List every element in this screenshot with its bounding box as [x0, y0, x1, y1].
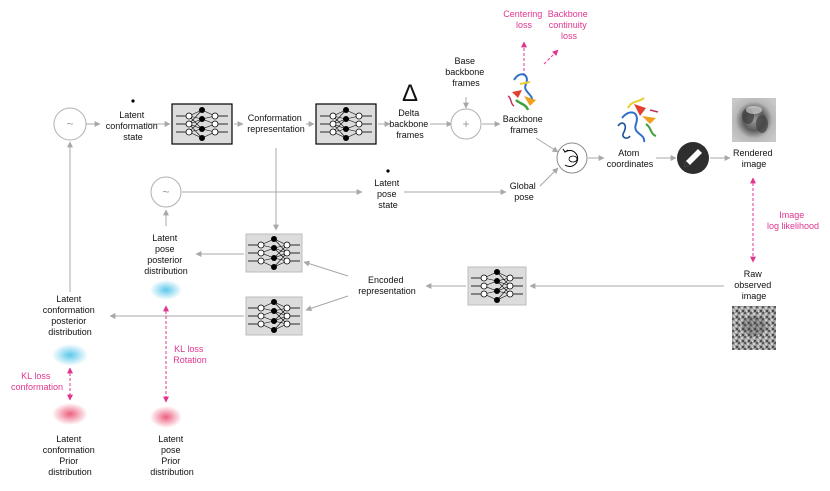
- kl-loss-rotation-label: KL loss Rotation: [173, 344, 207, 365]
- arrow-encoded-to-conf-encoder: [305, 295, 349, 312]
- conf-sample-tilde: ~: [66, 117, 73, 131]
- conformation-encoder-network: [245, 296, 303, 336]
- conf-sample-circle: [53, 107, 87, 141]
- pencil-icon: [677, 142, 709, 174]
- delta-backbone-frames-label: Delta backbone frames: [389, 108, 431, 140]
- latent-conf-point: [131, 99, 135, 103]
- raw-observed-image-label: Raw observed image: [734, 269, 774, 301]
- latent-pose-state-label: Latent pose state: [374, 178, 402, 210]
- arrow-pose-to-rotate: [539, 167, 559, 187]
- rotation-icon: [556, 142, 588, 174]
- pose-sample-tilde: ~: [162, 185, 169, 199]
- conformation-prior-label: Latent conformation Prior distribution: [43, 434, 98, 477]
- rendered-image-label: Rendered image: [733, 148, 775, 169]
- rendered-image-thumbnail: [732, 98, 776, 142]
- compose-plus-symbol: +: [462, 117, 469, 131]
- backbone-continuity-loss-label: Backbone continuity loss: [548, 9, 591, 41]
- delta-symbol: Δ: [402, 80, 418, 107]
- pose-prior-label: Latent pose Prior distribution: [150, 434, 194, 477]
- compose-plus-circle: [450, 108, 482, 140]
- pose-sample-circle: [150, 176, 182, 208]
- pose-encoder-network: [245, 233, 303, 273]
- global-pose-label: Global pose: [510, 181, 539, 202]
- protein-structure-icon: [617, 97, 659, 143]
- conformation-posterior-label: Latent conformation posterior distributi…: [43, 294, 98, 337]
- conformation-decoder-network: [171, 103, 233, 145]
- conformation-representation-label: Conformation representation: [247, 113, 305, 134]
- latent-conformation-state-label: Latent conformation state: [106, 110, 161, 142]
- base-backbone-frames-label: Base backbone frames: [445, 56, 487, 88]
- kl-loss-conformation-label: KL loss conformation: [11, 371, 63, 392]
- conformation-posterior-distribution: [52, 344, 88, 366]
- pose-prior-distribution: [150, 406, 182, 428]
- pose-posterior-distribution: [150, 280, 182, 300]
- delta-frames-decoder-network: [315, 103, 377, 145]
- continuity-loss-arrow: [543, 49, 559, 65]
- image-log-likelihood-label: Image log likelihood: [767, 210, 819, 231]
- pose-posterior-label: Latent pose posterior distribution: [144, 233, 188, 276]
- micrograph-image-icon: [732, 306, 776, 350]
- latent-pose-point: [386, 169, 390, 173]
- atom-coordinates-label: Atom coordinates: [607, 148, 654, 169]
- conformation-prior-distribution: [52, 403, 88, 425]
- arrow-backbone-to-rotate: [535, 137, 559, 153]
- backbone-frames-label: Backbone frames: [503, 114, 546, 135]
- backbone-structure-icon: [507, 73, 536, 111]
- centering-loss-label: Centering loss: [503, 9, 545, 30]
- image-encoder-network: [467, 266, 527, 306]
- arrow-encoded-to-pose-encoder: [303, 260, 349, 277]
- encoded-representation-label: Encoded representation: [358, 275, 416, 296]
